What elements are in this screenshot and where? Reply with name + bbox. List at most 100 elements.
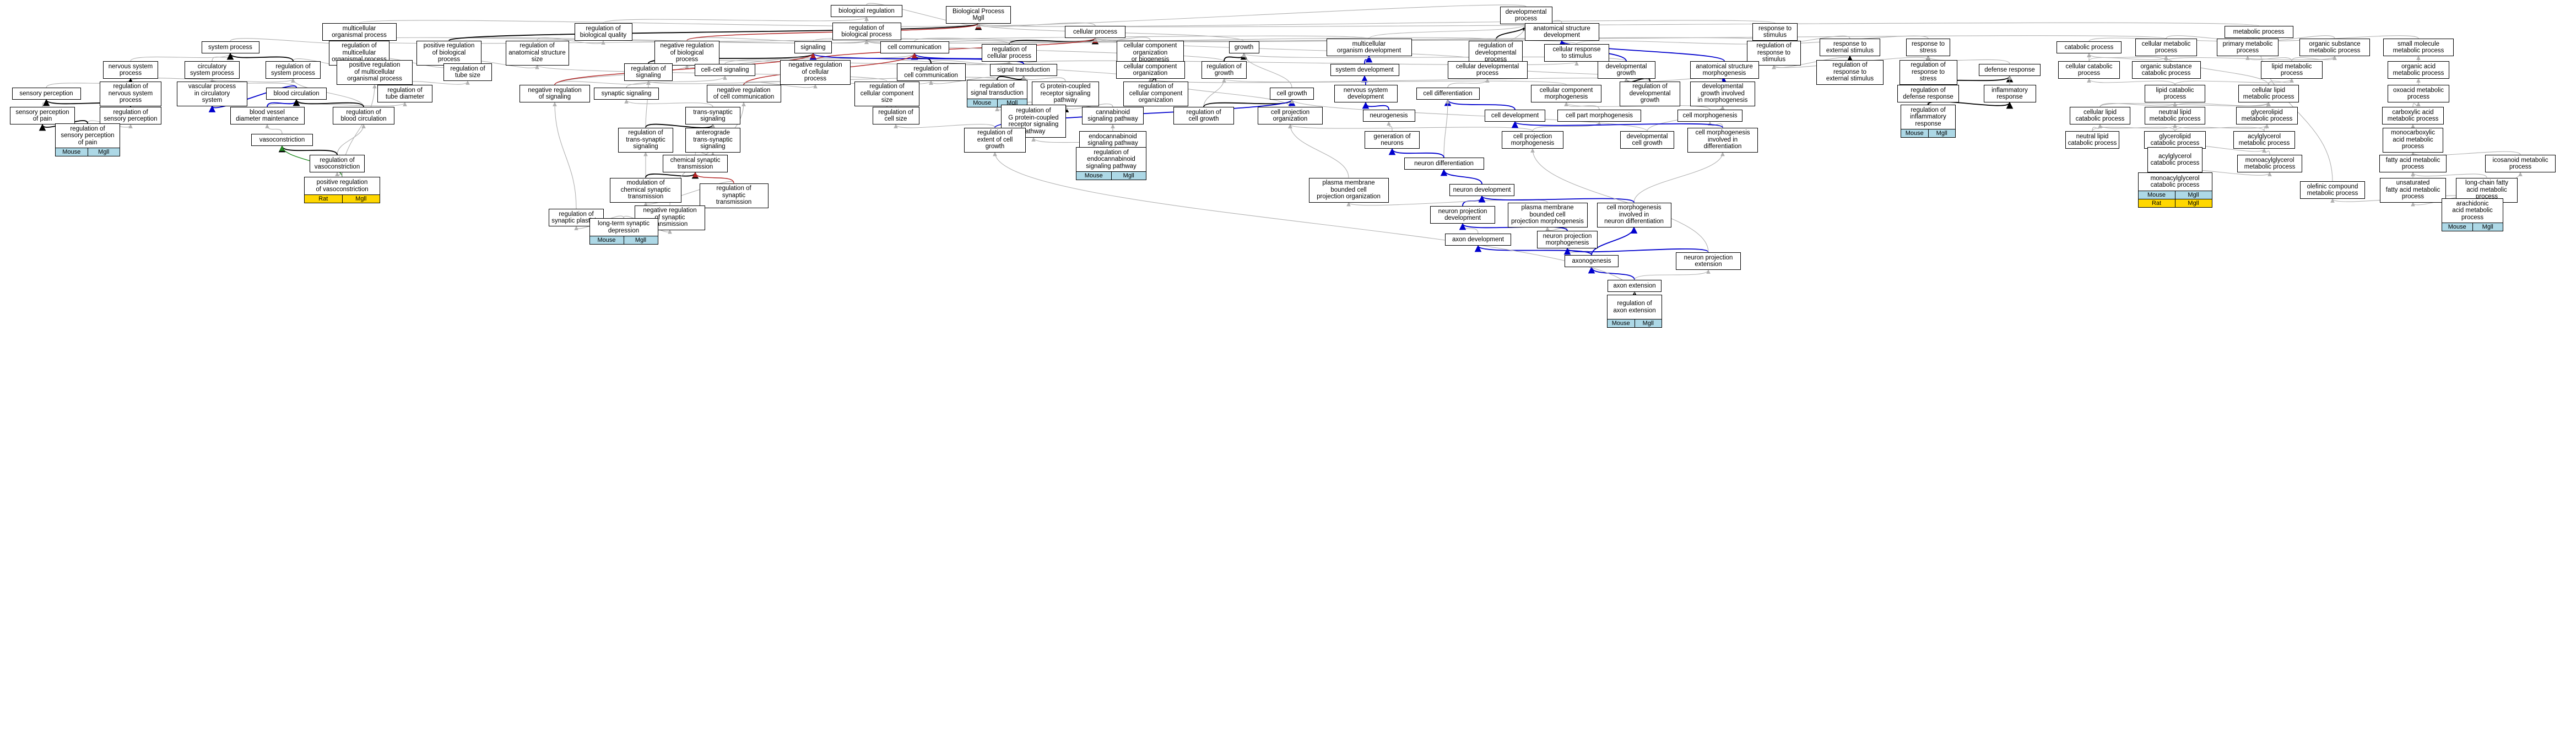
- go-term-node[interactable]: monocarboxylic acid metabolic process: [2383, 127, 2443, 153]
- go-term-node[interactable]: response to stress: [1906, 39, 1950, 56]
- go-term-node[interactable]: modulation of chemical synaptic transmis…: [610, 177, 681, 203]
- go-term-node[interactable]: regulation of blood circulation: [333, 107, 394, 124]
- go-term-node[interactable]: cellular process: [1065, 26, 1125, 38]
- go-term-node[interactable]: regulation of cellular component organiz…: [1123, 81, 1188, 106]
- go-term-node[interactable]: circulatory system process: [185, 61, 240, 79]
- go-term-node[interactable]: sensory perception: [12, 88, 81, 100]
- go-term-node[interactable]: regulation of system process: [266, 61, 321, 79]
- go-term-node[interactable]: glycerolipid metabolic process: [2236, 107, 2298, 124]
- go-term-node[interactable]: regulation of cellular process: [982, 44, 1037, 62]
- go-term-node[interactable]: biological regulation: [831, 5, 902, 17]
- go-term-node[interactable]: system development: [1330, 64, 1399, 76]
- go-term-node[interactable]: acylglycerol metabolic process: [2233, 131, 2295, 149]
- go-term-node[interactable]: cellular response to stimulus: [1544, 44, 1609, 62]
- go-term-node[interactable]: monoacylglycerol metabolic process: [2237, 155, 2302, 172]
- go-term-node[interactable]: oxoacid metabolic process: [2388, 85, 2449, 102]
- go-term-node[interactable]: blood vessel diameter maintenance: [230, 107, 305, 124]
- go-term-node[interactable]: G protein-coupled receptor signaling pat…: [1032, 81, 1099, 106]
- go-term-node[interactable]: response to stimulus: [1752, 23, 1798, 41]
- go-term-node[interactable]: regulation of anatomical structure size: [505, 40, 569, 66]
- go-term-node[interactable]: regulation of extent of cell growth: [964, 127, 1026, 153]
- go-term-node[interactable]: signal transduction: [990, 64, 1057, 76]
- go-term-node[interactable]: response to external stimulus: [1820, 39, 1880, 56]
- go-term-node[interactable]: regulation of biological process: [832, 23, 901, 40]
- go-term-node[interactable]: synaptic signaling: [594, 88, 659, 100]
- go-term-node[interactable]: nervous system development: [1334, 85, 1398, 102]
- go-term-node[interactable]: lipid catabolic process: [2145, 85, 2205, 102]
- go-term-node[interactable]: neuron differentiation: [1404, 158, 1484, 170]
- go-term-node[interactable]: Biological Process Mgll: [946, 6, 1011, 24]
- go-term-node[interactable]: regulation of trans-synaptic signaling: [618, 127, 673, 153]
- go-term-node[interactable]: cellular component morphogenesis: [1531, 85, 1601, 102]
- go-term-node[interactable]: neuron projection morphogenesis: [1537, 231, 1598, 248]
- go-term-node[interactable]: neurogenesis: [1362, 110, 1415, 122]
- go-term-node[interactable]: axonogenesis: [1565, 255, 1619, 267]
- go-term-node[interactable]: vascular process in circulatory system: [177, 81, 247, 106]
- go-term-node[interactable]: anatomical structure development: [1524, 23, 1599, 41]
- go-term-node[interactable]: olefinic compound metabolic process: [2300, 181, 2365, 199]
- go-term-node[interactable]: regulation of biological quality: [574, 23, 632, 41]
- go-term-node[interactable]: glycerolipid catabolic process: [2144, 131, 2206, 149]
- go-term-node[interactable]: cellular lipid catabolic process: [2070, 107, 2130, 124]
- go-term-node[interactable]: cellular catabolic process: [2058, 61, 2120, 79]
- go-term-node[interactable]: negative regulation of cellular process: [780, 59, 851, 85]
- go-term-node[interactable]: regulation of response to stress: [1899, 59, 1957, 85]
- go-term-node[interactable]: regulation of cell communication: [896, 63, 966, 81]
- go-term-node[interactable]: cellular metabolic process: [2135, 39, 2197, 56]
- go-term-node[interactable]: cell differentiation: [1416, 88, 1480, 100]
- go-term-node[interactable]: metabolic process: [2224, 26, 2293, 38]
- go-term-node[interactable]: cellular lipid metabolic process: [2238, 85, 2299, 102]
- go-term-node[interactable]: catabolic process: [2057, 41, 2122, 53]
- go-term-node[interactable]: sensory perception of pain: [10, 107, 75, 124]
- go-term-node[interactable]: neuron development: [1449, 184, 1514, 196]
- go-term-node[interactable]: developmental process: [1500, 7, 1552, 24]
- go-term-node[interactable]: regulation of cell size: [872, 107, 919, 124]
- go-term-node[interactable]: nervous system process: [103, 61, 158, 79]
- go-term-node[interactable]: developmental growth involved in morphog…: [1690, 81, 1755, 106]
- go-term-node[interactable]: signaling: [794, 41, 832, 53]
- go-term-node[interactable]: multicellular organism development: [1326, 39, 1412, 56]
- go-term-node[interactable]: cell-cell signaling: [695, 64, 755, 76]
- go-term-node[interactable]: small molecule metabolic process: [2383, 39, 2454, 56]
- go-term-node[interactable]: plasma membrane bounded cell projection …: [1507, 202, 1588, 228]
- go-term-node[interactable]: cell morphogenesis involved in different…: [1687, 127, 1758, 153]
- go-term-node[interactable]: regulation of response to external stimu…: [1816, 59, 1884, 85]
- go-term-node[interactable]: neutral lipid metabolic process: [2145, 107, 2205, 124]
- go-term-node[interactable]: blood circulation: [266, 88, 327, 100]
- go-term-node[interactable]: system process: [201, 41, 259, 53]
- go-term-node[interactable]: axon development: [1445, 234, 1511, 246]
- go-term-node[interactable]: vasoconstriction: [251, 134, 313, 146]
- go-term-node[interactable]: cellular component organization: [1116, 61, 1185, 79]
- go-term-node[interactable]: carboxylic acid metabolic process: [2382, 107, 2444, 124]
- go-term-node[interactable]: cell morphogenesis: [1677, 110, 1742, 122]
- go-term-node[interactable]: organic substance metabolic process: [2299, 39, 2370, 56]
- go-term-node[interactable]: generation of neurons: [1365, 131, 1420, 149]
- go-term-node[interactable]: cannabinoid signaling pathway: [1082, 107, 1144, 124]
- go-term-node[interactable]: cell part morphogenesis: [1557, 110, 1641, 122]
- go-term-node[interactable]: unsaturated fatty acid metabolic process: [2380, 177, 2446, 203]
- go-term-node[interactable]: growth: [1229, 41, 1259, 53]
- go-term-node[interactable]: regulation of tube size: [443, 63, 492, 81]
- go-term-node[interactable]: plasma membrane bounded cell projection …: [1308, 177, 1389, 203]
- go-term-node[interactable]: regulation of tube diameter: [377, 85, 432, 102]
- go-term-node[interactable]: defense response: [1979, 64, 2041, 76]
- go-term-node[interactable]: cell communication: [880, 41, 949, 53]
- go-term-node[interactable]: regulation of cell growth: [1173, 107, 1234, 124]
- go-term-node[interactable]: lipid metabolic process: [2261, 61, 2323, 79]
- go-term-node[interactable]: regulation of developmental growth: [1620, 81, 1680, 106]
- go-term-node[interactable]: cell development: [1485, 110, 1545, 122]
- go-term-node[interactable]: negative regulation of signaling: [519, 85, 590, 102]
- go-term-node[interactable]: endocannabinoid signaling pathway: [1079, 131, 1146, 149]
- go-term-node[interactable]: positive regulation of multicellular org…: [337, 59, 413, 85]
- go-term-node[interactable]: regulation of nervous system process: [100, 81, 161, 106]
- go-term-node[interactable]: regulation of endocannabinoid signaling …: [1076, 147, 1146, 180]
- go-term-node[interactable]: positive regulation of biological proces…: [416, 40, 481, 66]
- go-term-node[interactable]: regulation of vasoconstriction: [310, 155, 365, 172]
- go-term-node[interactable]: axon extension: [1608, 280, 1662, 292]
- go-term-node[interactable]: chemical synaptic transmission: [663, 155, 728, 172]
- go-term-node[interactable]: regulation of signaling: [624, 63, 673, 81]
